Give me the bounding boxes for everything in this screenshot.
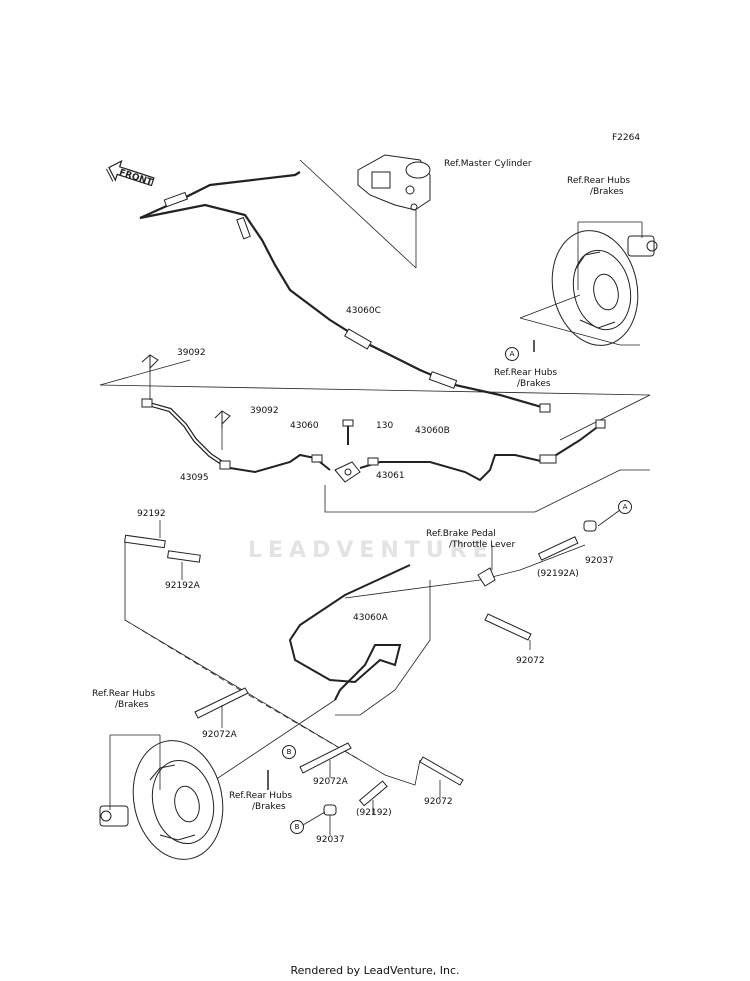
clip-92037-icon (583, 520, 597, 532)
clip-39092-icon (141, 354, 159, 372)
joint-43061-icon (334, 461, 361, 483)
cable-tie-92072a-mid-icon (299, 742, 352, 774)
footer-credit: Rendered by LeadVenture, Inc. (290, 964, 460, 977)
part-92072-right-label: 92072 (516, 656, 545, 666)
master-cylinder-icon (357, 154, 431, 211)
callout-b-mid: B (282, 745, 296, 759)
brake-pedal-bracket-icon (477, 567, 496, 587)
part-92072a-left-label: 92072A (202, 730, 237, 740)
part-39092-label-a: 39092 (177, 348, 206, 358)
ref-rear-hubs-mid-line1: Ref.Rear Hubs (494, 368, 558, 378)
part-43060b-label: 43060B (415, 426, 450, 436)
ref-rear-hubs-left-line2: /Brakes (115, 700, 149, 710)
part-43060-label: 43060 (290, 421, 319, 431)
brake-pipe-43060a (288, 564, 411, 701)
ref-rear-hubs-left-line1: Ref.Rear Hubs (92, 689, 156, 699)
sleeve-92192-icon (124, 534, 166, 549)
part-43060c-label: 43060C (346, 306, 381, 316)
brake-hose-43095 (141, 398, 231, 470)
ref-rear-hubs-bottom-line2: /Brakes (252, 802, 286, 812)
cable-tie-92072-icon (484, 613, 532, 641)
part-92037-right-label: 92037 (585, 556, 614, 566)
part-92192-label: 92192 (137, 509, 166, 519)
part-92037-bottom-label: 92037 (316, 835, 345, 845)
part-92192a-label: 92192A (165, 581, 200, 591)
front-label: FRONT (118, 168, 155, 188)
part-43060a-label: 43060A (353, 613, 388, 623)
sleeve-92192-mid-icon (358, 780, 388, 807)
part-92192a-paren-label: (92192A) (537, 569, 579, 579)
rear-brake-drum-right-icon (551, 230, 658, 346)
clip-39092-icon-2 (214, 410, 231, 428)
part-43095-label: 43095 (180, 473, 209, 483)
ref-rear-hubs-bottom-line1: Ref.Rear Hubs (229, 791, 293, 801)
grommet-92192a-icon (537, 536, 579, 561)
sleeve-92192a-icon (167, 550, 201, 563)
cable-tie-92072-bottom-icon (419, 756, 464, 786)
cable-tie-92072a-icon (194, 687, 249, 719)
clip-92037-bottom-icon (323, 804, 337, 816)
callout-a-top: A (505, 347, 519, 361)
part-39092-label-b: 39092 (250, 406, 279, 416)
front-arrow-icon (105, 159, 155, 187)
ref-brake-pedal-line1: Ref.Brake Pedal (426, 529, 496, 539)
bolt-130-icon (342, 419, 354, 445)
ref-master-cylinder: Ref.Master Cylinder (444, 159, 532, 169)
part-130-label: 130 (376, 421, 394, 431)
ref-brake-pedal-line2: /Throttle Lever (449, 540, 516, 550)
callout-a-right: A (618, 500, 632, 514)
brake-pipe-43060c (139, 171, 551, 413)
brake-pipe-43060b (359, 424, 601, 482)
part-92072-bottom-label: 92072 (424, 797, 453, 807)
ref-rear-hubs-top-line2: /Brakes (590, 187, 624, 197)
rear-brake-drum-left-icon (99, 740, 224, 860)
watermark: LEADVENTURE (248, 538, 494, 563)
part-92192-paren-label: (92192) (356, 808, 392, 818)
part-92072a-mid-label: 92072A (313, 777, 348, 787)
part-43061-label: 43061 (376, 471, 405, 481)
ref-rear-hubs-top-line1: Ref.Rear Hubs (567, 176, 631, 186)
callout-b-bottom: B (290, 820, 304, 834)
figure-code: F2264 (612, 133, 641, 143)
ref-rear-hubs-mid-line2: /Brakes (517, 379, 551, 389)
